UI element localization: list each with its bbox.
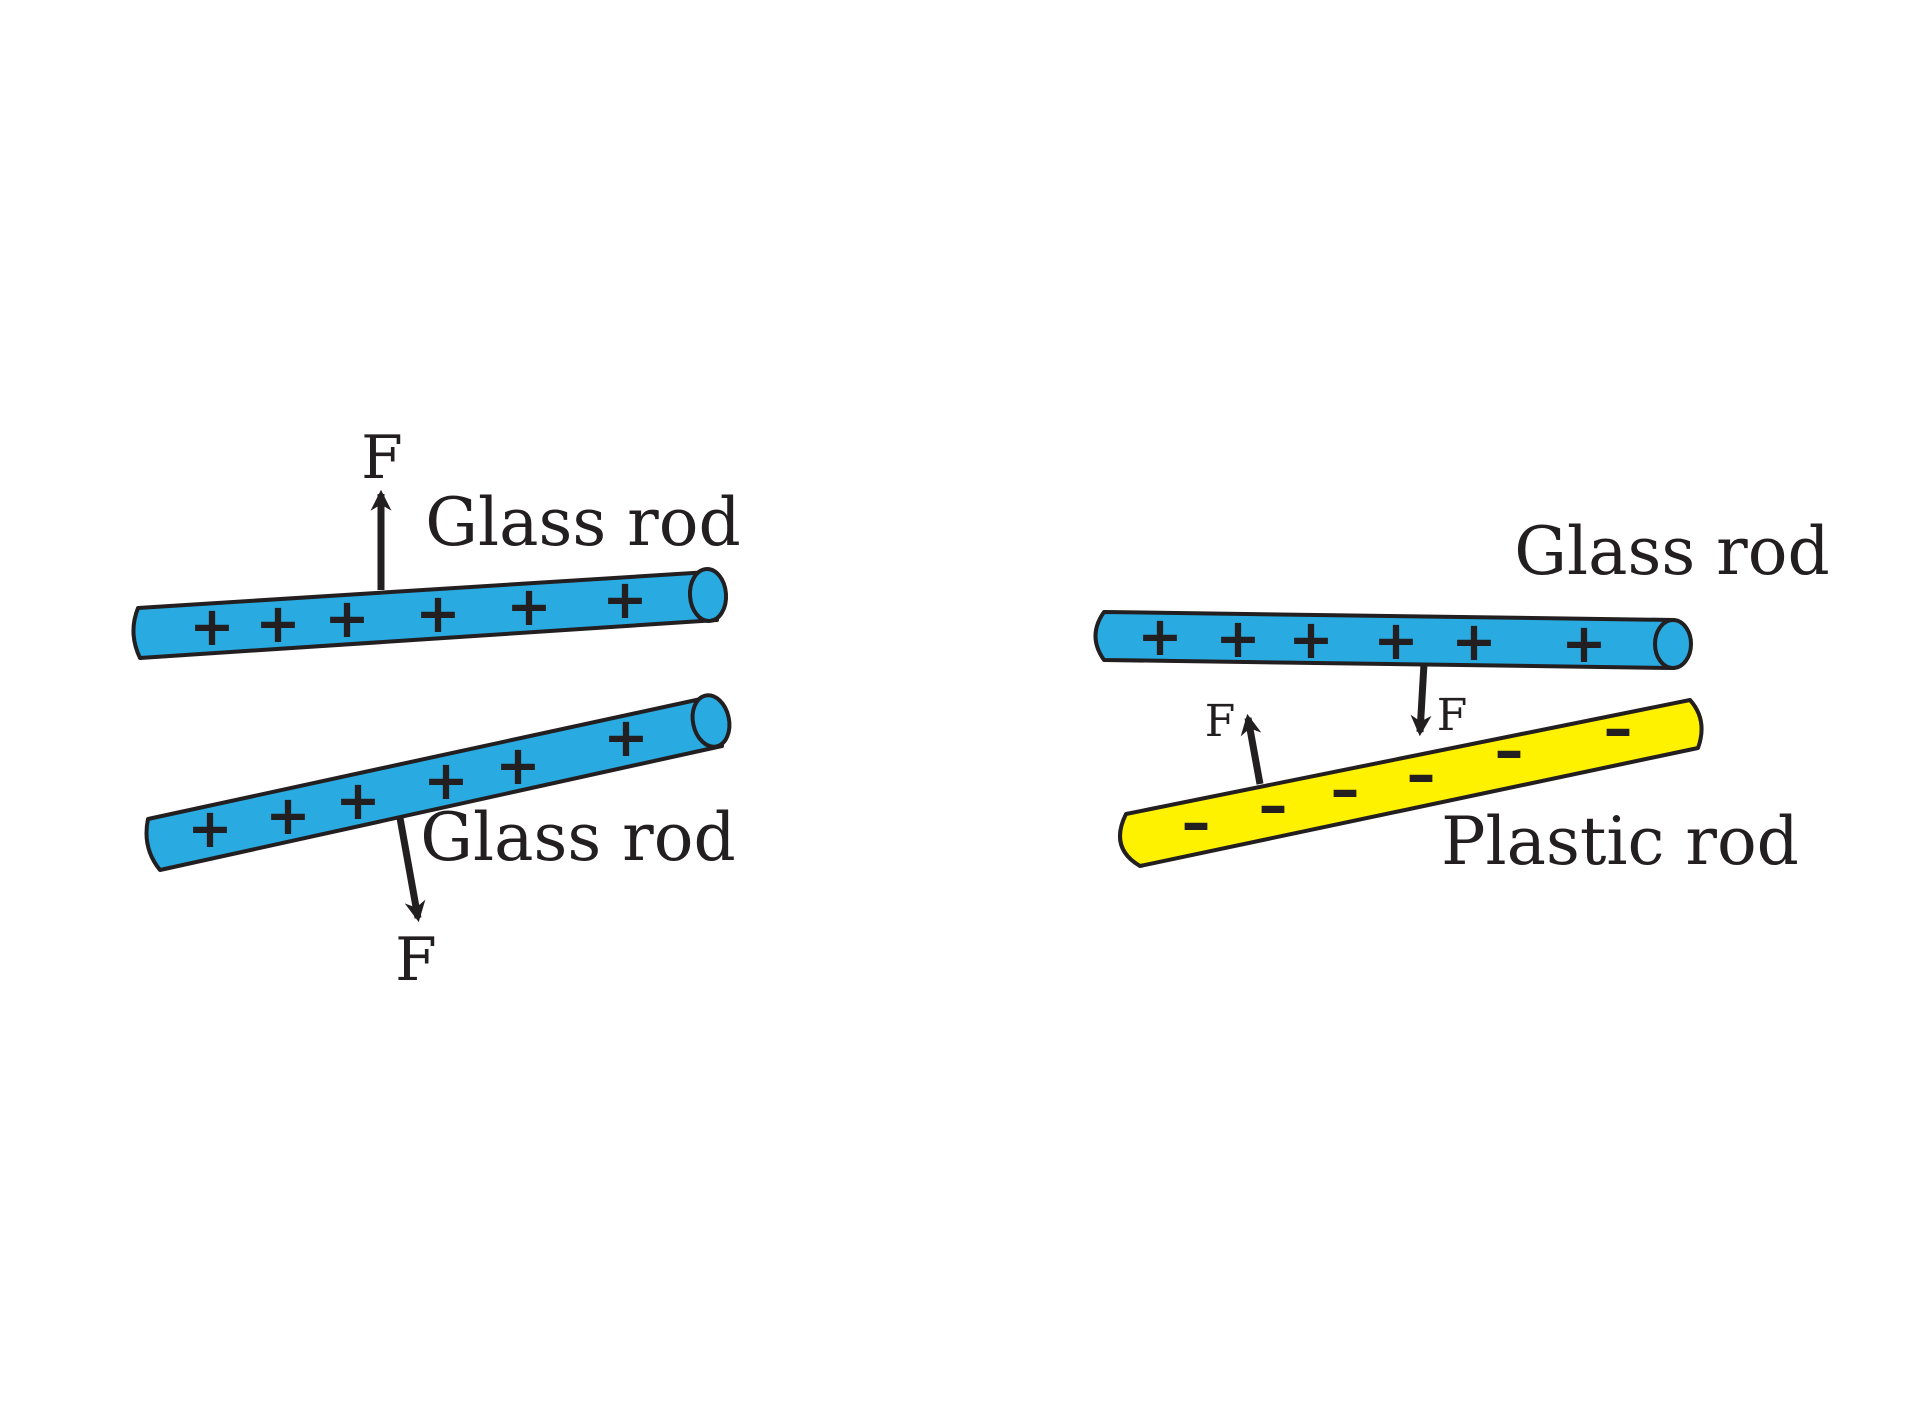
force-arrow-down (1410, 663, 1432, 737)
charge-sign: + (495, 734, 540, 797)
charge-sign: – (1182, 788, 1211, 856)
right-panel: + + + + + + – – – – – – F F (1093, 513, 1830, 880)
charge-signs: + + + + + + (189, 568, 647, 658)
charge-sign: + (603, 706, 648, 769)
charge-sign: + (602, 568, 647, 631)
charge-sign: – (1495, 716, 1524, 784)
rod-body (1118, 698, 1704, 868)
charge-sign: + (324, 587, 369, 650)
charge-sign: + (423, 749, 468, 812)
charge-sign: + (1561, 612, 1606, 675)
charge-sign: – (1259, 771, 1288, 839)
force-arrow-up (1240, 713, 1264, 785)
charge-sign: + (1451, 610, 1496, 673)
rod-body (1093, 610, 1676, 670)
charge-sign: + (1288, 608, 1333, 671)
force-label-top: F (361, 423, 403, 493)
charge-signs: + + + + + + (187, 706, 648, 860)
charge-signs: – – – – – – (1182, 694, 1633, 856)
charge-sign: + (506, 575, 551, 638)
charge-sign: + (1373, 609, 1418, 672)
charge-sign: + (189, 595, 234, 658)
bottom-rod-label: Plastic rod (1441, 803, 1799, 880)
rod-body (131, 570, 719, 660)
left-top-glass-rod: + + + + + + (131, 567, 729, 660)
charge-sign: + (415, 582, 460, 645)
charge-sign: – (1331, 755, 1360, 823)
rod-end-cap (687, 567, 729, 623)
charge-sign: + (335, 769, 380, 832)
top-rod-label: Glass rod (425, 484, 740, 561)
force-label-bottom-rod: F (1205, 696, 1236, 747)
charge-sign: + (187, 797, 232, 860)
charge-sign: + (265, 784, 310, 847)
charge-sign: + (1215, 607, 1260, 670)
charge-sign: – (1604, 694, 1633, 762)
right-top-glass-rod: + + + + + + (1093, 605, 1693, 675)
force-arrow-down (396, 817, 426, 923)
charge-signs: + + + + + + (1137, 605, 1606, 675)
left-panel: + + + + + + + + + + + + F F (131, 423, 741, 995)
left-bottom-glass-rod: + + + + + + (144, 693, 732, 872)
rod-end-cap (1653, 618, 1693, 670)
force-label-bottom: F (395, 925, 437, 995)
rod-end-cap (690, 693, 732, 749)
bottom-rod-label: Glass rod (420, 799, 735, 876)
charge-sign: + (255, 592, 300, 655)
top-rod-label: Glass rod (1514, 513, 1829, 590)
force-label-top-rod: F (1437, 690, 1468, 741)
rod-body (144, 695, 724, 872)
charge-sign: – (1407, 740, 1436, 808)
right-bottom-plastic-rod: – – – – – – (1118, 694, 1704, 868)
charge-sign: + (1137, 605, 1182, 668)
